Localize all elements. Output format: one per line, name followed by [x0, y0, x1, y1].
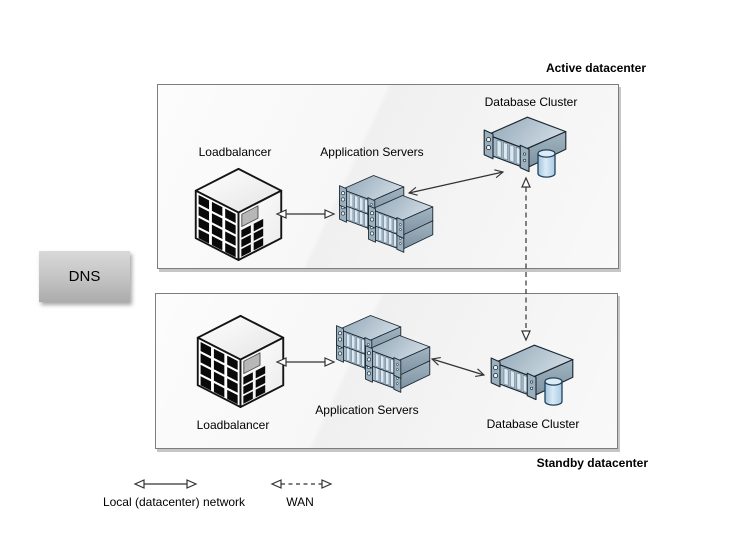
active-loadbalancer-icon	[194, 167, 283, 261]
standby-loadbalancer-label: Loadbalancer	[196, 418, 270, 432]
dns-label: DNS	[68, 268, 101, 285]
legend-wan-arrow	[270, 479, 333, 489]
standby-database-cluster-icon	[490, 344, 574, 406]
legend-wan-label: WAN	[286, 495, 314, 509]
active-datacenter-title: Active datacenter	[545, 61, 646, 75]
active-app-servers-label: Application Servers	[320, 145, 424, 159]
database-cylinder-icon	[544, 377, 563, 406]
standby-loadbalancer-icon	[196, 314, 285, 408]
active-loadbalancer-label: Loadbalancer	[198, 145, 272, 159]
active-app-servers-icon	[339, 175, 434, 253]
standby-app-servers-label: Application Servers	[315, 403, 419, 417]
standby-app-servers-icon	[336, 315, 431, 393]
standby-database-cluster-label: Database Cluster	[486, 417, 580, 431]
active-database-cluster-icon	[483, 116, 567, 178]
dns-node: DNS	[39, 251, 130, 302]
legend-local-arrow	[133, 479, 198, 489]
legend-local-network-label: Local (datacenter) network	[102, 495, 246, 509]
active-database-cluster-label: Database Cluster	[484, 95, 578, 109]
database-cylinder-icon	[537, 149, 556, 178]
standby-datacenter-title: Standby datacenter	[536, 456, 648, 470]
